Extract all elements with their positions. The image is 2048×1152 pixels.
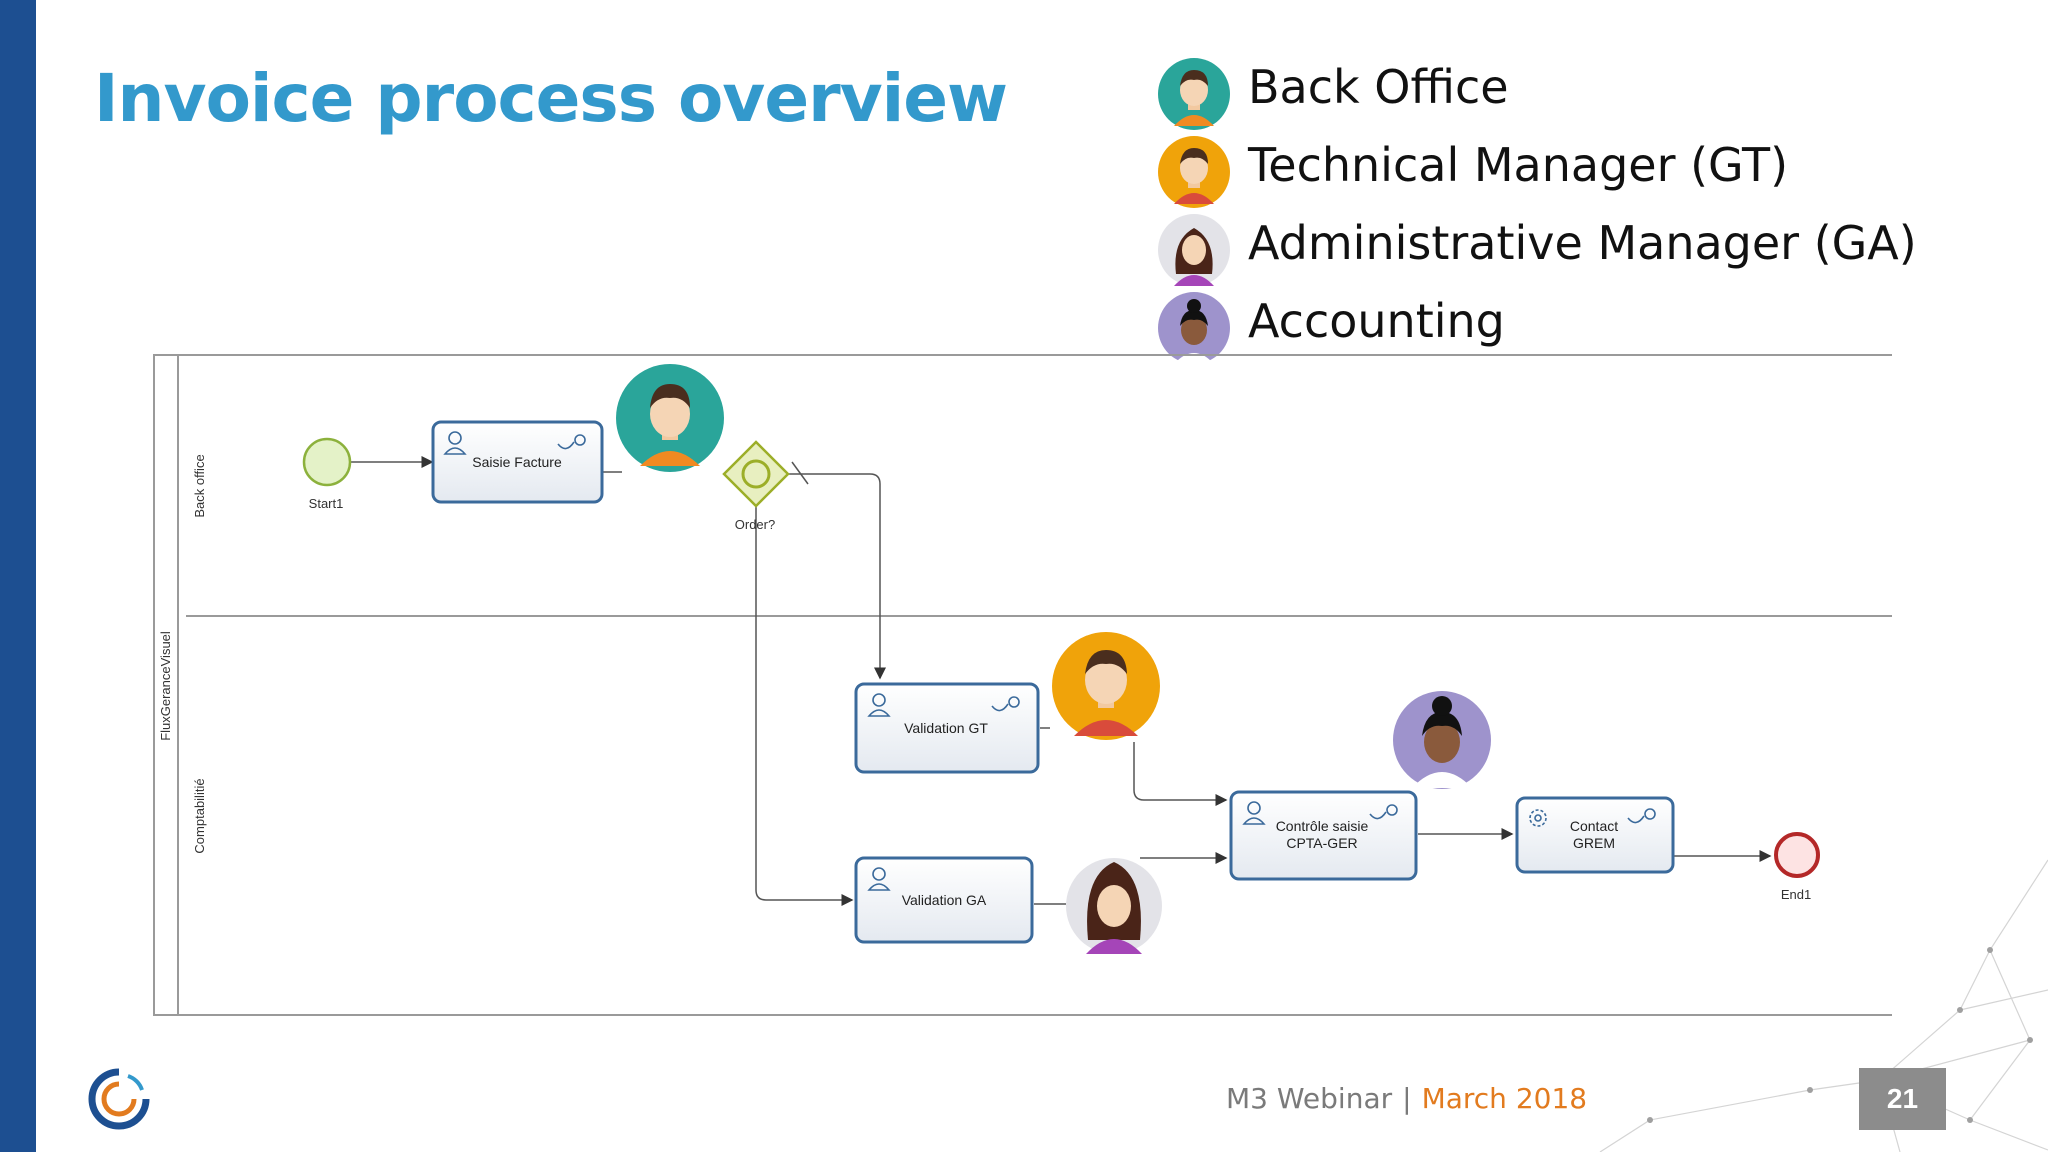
purple-woman-avatar-icon — [1158, 292, 1230, 364]
user-task-icon — [867, 867, 891, 891]
plug-icon — [991, 696, 1020, 712]
technical-manager-avatar — [1052, 632, 1160, 740]
legend-item-accounting: Accounting — [1156, 290, 1896, 366]
sequence-flows — [350, 456, 1772, 906]
administrative-manager-avatar — [1066, 858, 1162, 954]
pool-label: FluxGeranceVisuel — [158, 631, 173, 741]
task-label-line1: Contact — [1570, 818, 1618, 834]
legend-item-administrative-manager: Administrative Manager (GA) — [1156, 212, 1917, 288]
task-label-line2: GREM — [1573, 835, 1615, 851]
orange-man-avatar-icon — [1158, 136, 1230, 208]
service-task-icon — [1529, 809, 1547, 827]
legend-item-technical-manager: Technical Manager (GT) — [1156, 134, 1896, 210]
task-validation-ga[interactable]: Validation GA — [854, 856, 1034, 944]
network-decoration — [1599, 859, 2048, 1152]
plug-icon — [1369, 804, 1398, 820]
user-task-icon — [443, 431, 467, 455]
legend-item-back-office: Back Office — [1156, 56, 1896, 132]
task-label: Validation GT — [904, 720, 988, 736]
task-label-line2: CPTA-GER — [1286, 835, 1357, 851]
footer-caption: M3 Webinar | March 2018 — [1226, 1082, 1587, 1115]
gateway-order[interactable] — [722, 440, 790, 508]
task-controle-saisie[interactable]: Contrôle saisie CPTA-GER — [1229, 790, 1418, 881]
task-contact-grem[interactable]: Contact GREM — [1515, 796, 1675, 874]
start-event[interactable] — [302, 437, 352, 487]
teal-man-avatar-icon — [1158, 58, 1230, 130]
pool-frame — [153, 354, 1892, 1016]
plug-icon — [557, 434, 586, 450]
task-label: Validation GA — [902, 892, 987, 908]
plug-icon — [1627, 808, 1656, 824]
back-office-avatar — [616, 364, 724, 472]
task-label: Saisie Facture — [472, 454, 562, 470]
task-label-line1: Contrôle saisie — [1276, 818, 1369, 834]
lane-label-back-office: Back office — [192, 454, 207, 517]
accounting-avatar — [1393, 691, 1491, 789]
legend-label: Administrative Manager (GA) — [1248, 216, 1917, 270]
left-accent-bar — [0, 0, 36, 1152]
user-task-icon — [1242, 801, 1266, 825]
legend-label: Accounting — [1248, 294, 1505, 348]
task-validation-gt[interactable]: Validation GT — [854, 682, 1040, 774]
end-event-label: End1 — [1781, 887, 1811, 902]
legend-label: Back Office — [1248, 60, 1509, 114]
footer-separator: | — [1402, 1082, 1412, 1115]
user-task-icon — [867, 693, 891, 717]
company-logo-icon — [88, 1068, 150, 1130]
woman-avatar-icon — [1158, 214, 1230, 286]
start-event-label: Start1 — [309, 496, 344, 511]
footer-event: M3 Webinar — [1226, 1082, 1393, 1115]
slide-title: Invoice process overview — [94, 60, 1008, 137]
lane-label-comptabilite: Comptabilitié — [192, 778, 207, 853]
page-number: 21 — [1859, 1068, 1946, 1130]
gateway-label: Order? — [735, 517, 775, 532]
legend-label: Technical Manager (GT) — [1248, 138, 1789, 192]
task-saisie-facture[interactable]: Saisie Facture — [431, 420, 604, 504]
footer-date: March 2018 — [1421, 1082, 1588, 1115]
end-event[interactable] — [1774, 832, 1820, 878]
